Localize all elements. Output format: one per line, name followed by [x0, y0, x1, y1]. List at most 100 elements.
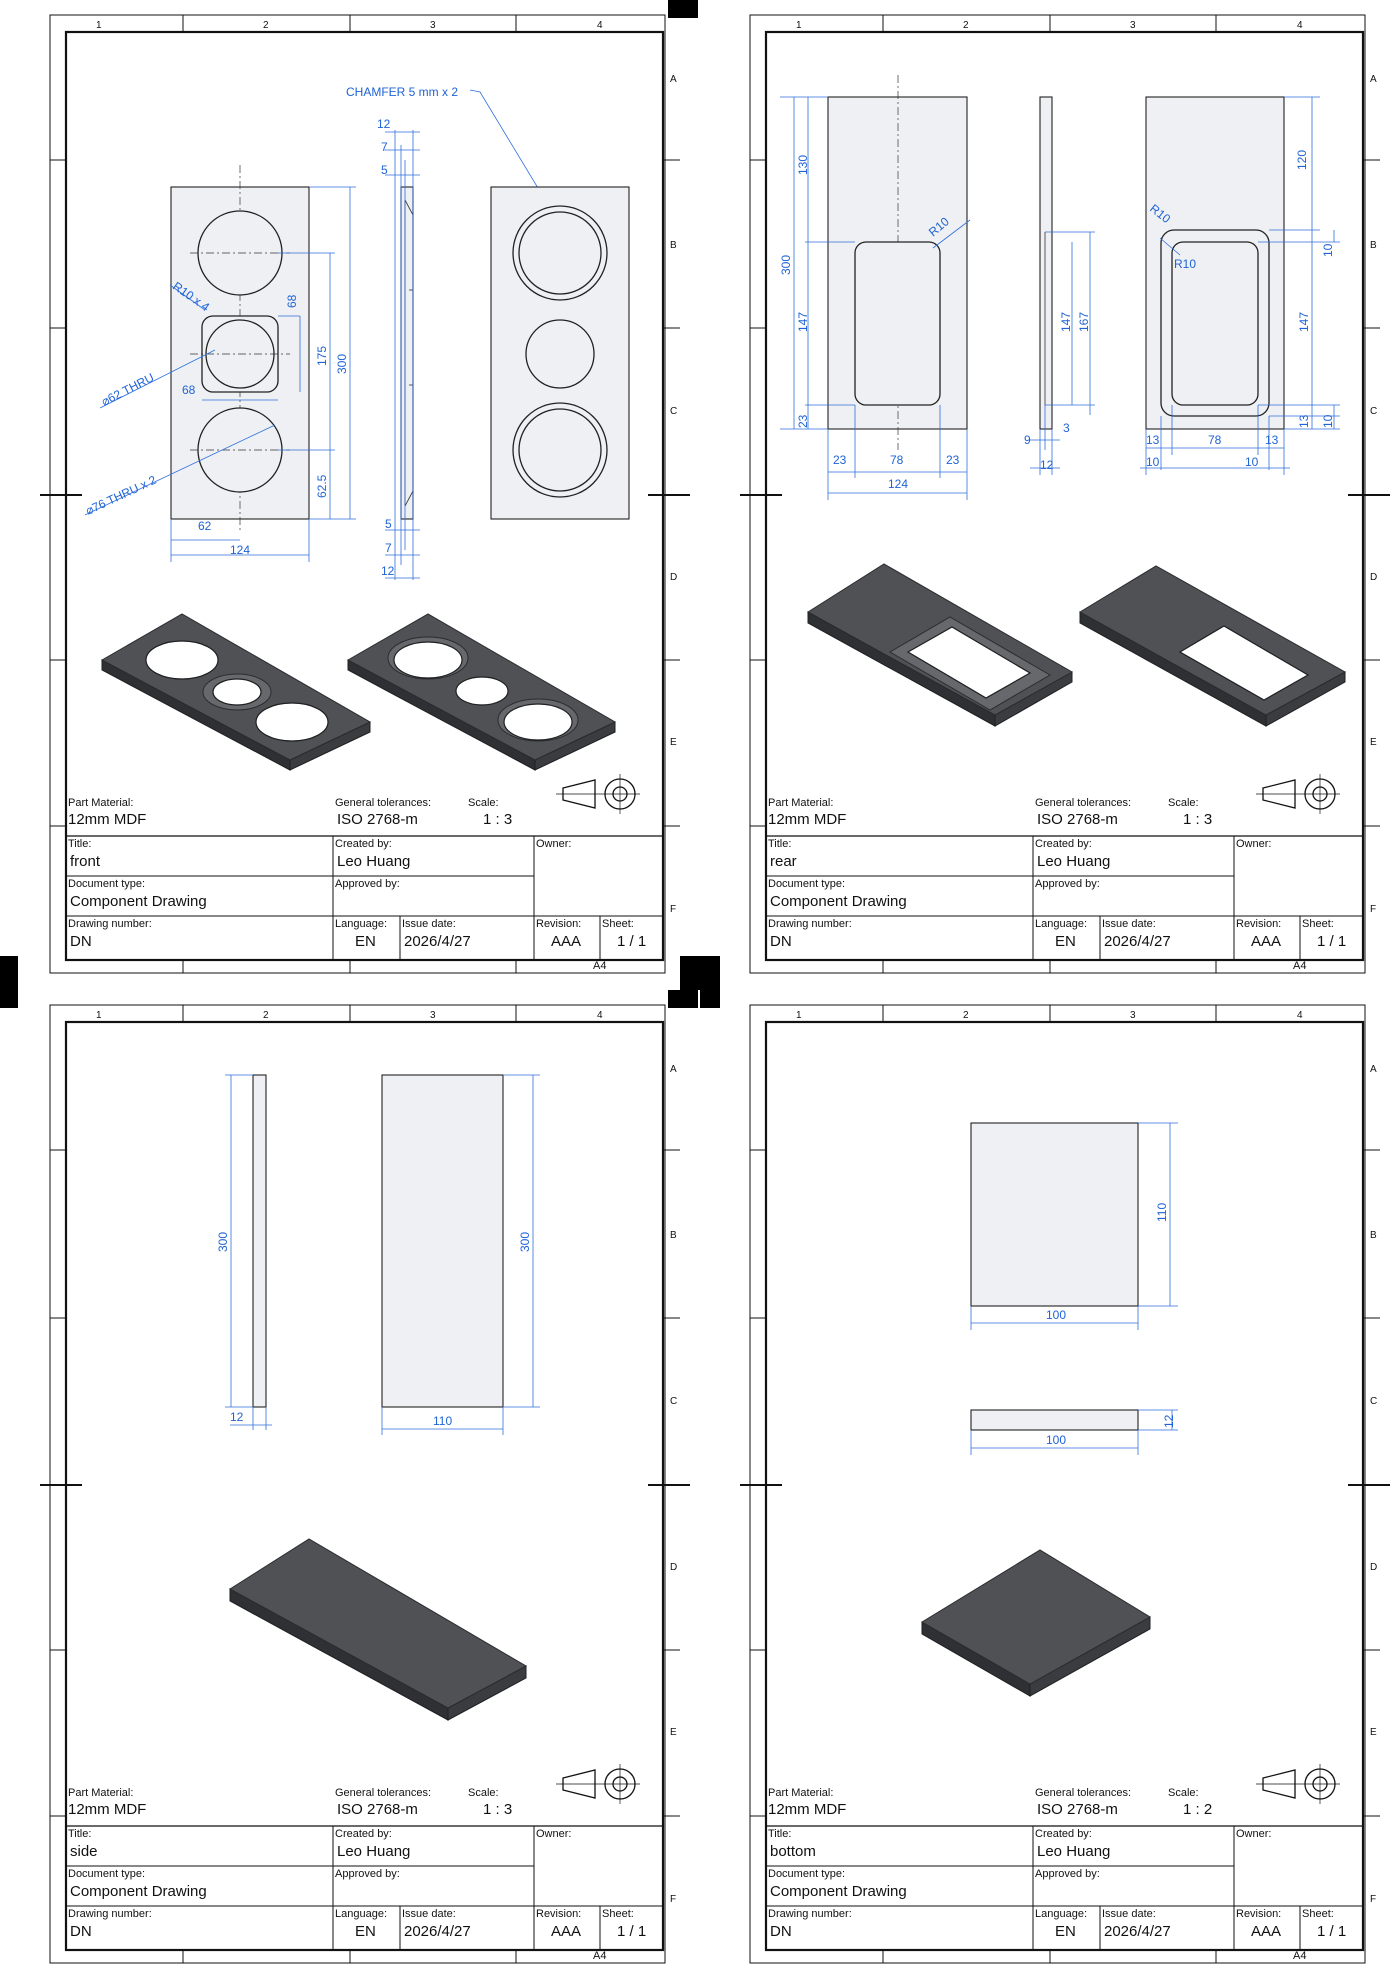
zone-row-f: F — [670, 904, 676, 915]
sheet-front: 1 2 3 4 A B C D E F — [0, 0, 700, 990]
revision-value: AAA — [1251, 933, 1282, 950]
dim-100-top: 100 — [1046, 1308, 1066, 1322]
dim-147-back: 147 — [1297, 312, 1311, 332]
title-value: front — [70, 853, 101, 870]
sheet-label: Sheet: — [1302, 1908, 1334, 1920]
drawing-number-label: Drawing number: — [68, 1908, 152, 1920]
created-by-value: Leo Huang — [337, 853, 411, 870]
scale-value: 1 : 2 — [1183, 1801, 1213, 1818]
dim-13-right: 13 — [1297, 414, 1311, 428]
bottom-panel-view — [970, 1122, 1139, 1307]
title-label: Title: — [768, 838, 792, 850]
dim-12: 12 — [230, 1410, 244, 1424]
zone-col-4: 4 — [1297, 1010, 1303, 1021]
rear-iso-view-2 — [1079, 565, 1347, 727]
tolerances-label: General tolerances: — [335, 1787, 431, 1799]
drawing-number-value: DN — [70, 933, 92, 950]
sheet-value: 1 / 1 — [1317, 933, 1347, 950]
side-panel-view — [381, 1074, 504, 1408]
rear-side-profile — [1039, 96, 1053, 430]
sheet-front-drawing: 1 2 3 4 A B C D E F — [0, 0, 700, 990]
part-material-label: Part Material: — [68, 797, 134, 809]
first-angle-projection-icon — [556, 774, 640, 814]
dim-chamfer: CHAMFER 5 mm x 2 — [346, 85, 458, 99]
part-material-value: 12mm MDF — [768, 811, 847, 828]
dim-23-vertical: 23 — [796, 414, 810, 428]
zone-row-f: F — [1370, 1894, 1376, 1905]
side-iso-view — [229, 1538, 528, 1721]
drawing-number-label: Drawing number: — [768, 918, 852, 930]
zone-col-3: 3 — [430, 20, 436, 31]
zone-row-b: B — [670, 1230, 677, 1241]
issue-date-label: Issue date: — [1102, 1908, 1156, 1920]
paper-size: A4 — [1293, 1950, 1307, 1962]
title-label: Title: — [68, 1828, 92, 1840]
front-iso-view-1 — [100, 613, 372, 771]
zone-row-c: C — [1370, 406, 1377, 417]
approved-by-label: Approved by: — [1035, 1868, 1100, 1880]
dim-147: 147 — [796, 312, 810, 332]
dim-23-left: 23 — [833, 453, 847, 467]
scale-label: Scale: — [1168, 1787, 1199, 1799]
dim-thk-12-top: 12 — [377, 117, 391, 131]
bottom-iso-view — [921, 1549, 1151, 1697]
dim-23-right: 23 — [946, 453, 960, 467]
zone-col-2: 2 — [963, 20, 969, 31]
dim-130: 130 — [796, 155, 810, 175]
zone-row-d: D — [670, 1562, 677, 1573]
zone-col-4: 4 — [1297, 20, 1303, 31]
sheet-value: 1 / 1 — [1317, 1923, 1347, 1940]
dim-167: 167 — [1077, 312, 1091, 332]
language-label: Language: — [335, 1908, 387, 1920]
owner-label: Owner: — [1236, 838, 1272, 850]
tolerances-value: ISO 2768-m — [1037, 811, 1118, 828]
part-material-label: Part Material: — [768, 797, 834, 809]
dim-13-right-h: 13 — [1265, 433, 1279, 447]
zone-row-a: A — [1370, 74, 1377, 85]
title-label: Title: — [68, 838, 92, 850]
tolerances-label: General tolerances: — [335, 797, 431, 809]
dim-68-vertical: 68 — [285, 294, 299, 308]
language-value: EN — [1055, 1923, 1076, 1940]
created-by-value: Leo Huang — [1037, 853, 1111, 870]
dim-124: 124 — [230, 543, 250, 557]
dim-d76-thru: ⌀76 THRU x 2 — [83, 473, 158, 518]
zone-col-2: 2 — [963, 1010, 969, 1021]
part-material-label: Part Material: — [68, 1787, 134, 1799]
doc-type-value: Component Drawing — [70, 1883, 207, 1900]
dim-300-left: 300 — [216, 1232, 230, 1252]
sheet-rear-drawing: 1 2 3 4 A B C D E F 130 300 147 23 R10 2… — [700, 14, 1390, 990]
language-label: Language: — [1035, 918, 1087, 930]
sheet-bottom: 1 2 3 4 A B C D E F 110 100 12 100 — [700, 990, 1400, 1980]
zone-col-2: 2 — [263, 20, 269, 31]
dim-10-left: 10 — [1146, 455, 1160, 469]
sheet-label: Sheet: — [1302, 918, 1334, 930]
revision-value: AAA — [1251, 1923, 1282, 1940]
dim-68-horizontal: 68 — [182, 383, 196, 397]
dim-thk-5-bottom: 5 — [385, 517, 392, 531]
doc-type-label: Document type: — [68, 878, 146, 890]
sheet-side: 1 2 3 4 A B C D E F 300 12 300 110 — [0, 990, 700, 1980]
issue-date-value: 2026/4/27 — [404, 1923, 471, 1940]
doc-type-label: Document type: — [68, 1868, 146, 1880]
revision-label: Revision: — [1236, 918, 1282, 930]
created-by-value: Leo Huang — [337, 1843, 411, 1860]
dim-13-left: 13 — [1146, 433, 1160, 447]
zone-row-c: C — [670, 1396, 677, 1407]
dim-78-back: 78 — [1208, 433, 1222, 447]
dim-10-right: 10 — [1245, 455, 1259, 469]
zone-row-d: D — [670, 572, 677, 583]
tolerances-value: ISO 2768-m — [1037, 1801, 1118, 1818]
zone-row-b: B — [1370, 1230, 1377, 1241]
zone-row-e: E — [1370, 737, 1377, 748]
doc-type-label: Document type: — [768, 1868, 846, 1880]
dim-9: 9 — [1024, 433, 1031, 447]
zone-row-e: E — [670, 1727, 677, 1738]
revision-label: Revision: — [536, 918, 582, 930]
dim-10-bottom: 10 — [1321, 414, 1335, 428]
drawing-number-value: DN — [70, 1923, 92, 1940]
scale-value: 1 : 3 — [483, 1801, 513, 1818]
sheet-value: 1 / 1 — [617, 1923, 647, 1940]
tolerances-label: General tolerances: — [1035, 1787, 1131, 1799]
dim-r10-inner: R10 — [1174, 257, 1196, 271]
